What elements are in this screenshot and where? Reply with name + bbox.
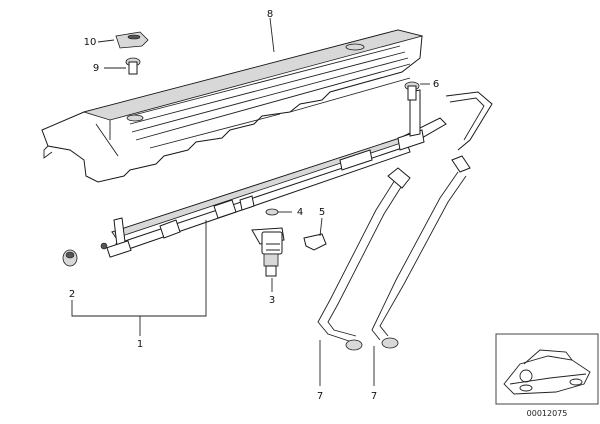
seal-ring bbox=[265, 208, 279, 216]
callout-2: 2 bbox=[69, 289, 75, 300]
callout-5: 5 bbox=[319, 207, 325, 218]
callout-9: 9 bbox=[93, 63, 99, 74]
callout-10: 10 bbox=[84, 37, 97, 48]
engine-cover bbox=[41, 29, 424, 183]
bolt-9 bbox=[125, 57, 141, 75]
bolt-6 bbox=[404, 81, 420, 101]
cap-nut bbox=[62, 249, 78, 267]
callout-4: 4 bbox=[297, 207, 303, 218]
fuel-injector bbox=[251, 227, 285, 277]
fuel-lines bbox=[317, 91, 493, 351]
callout-8: 8 bbox=[267, 9, 273, 20]
car-silhouette-icon bbox=[503, 349, 591, 395]
callout-1: 1 bbox=[137, 339, 143, 350]
callout-7-right: 7 bbox=[371, 391, 377, 402]
cover-cap bbox=[115, 31, 149, 49]
callout-3: 3 bbox=[269, 295, 275, 306]
callout-6: 6 bbox=[433, 79, 439, 90]
callout-7-left: 7 bbox=[317, 391, 323, 402]
reference-number: 00012075 bbox=[527, 409, 568, 418]
leader-lines bbox=[71, 17, 430, 386]
vehicle-thumbnail: 00012075 bbox=[495, 333, 599, 418]
clip bbox=[303, 233, 327, 251]
fuel-rail bbox=[100, 89, 447, 258]
